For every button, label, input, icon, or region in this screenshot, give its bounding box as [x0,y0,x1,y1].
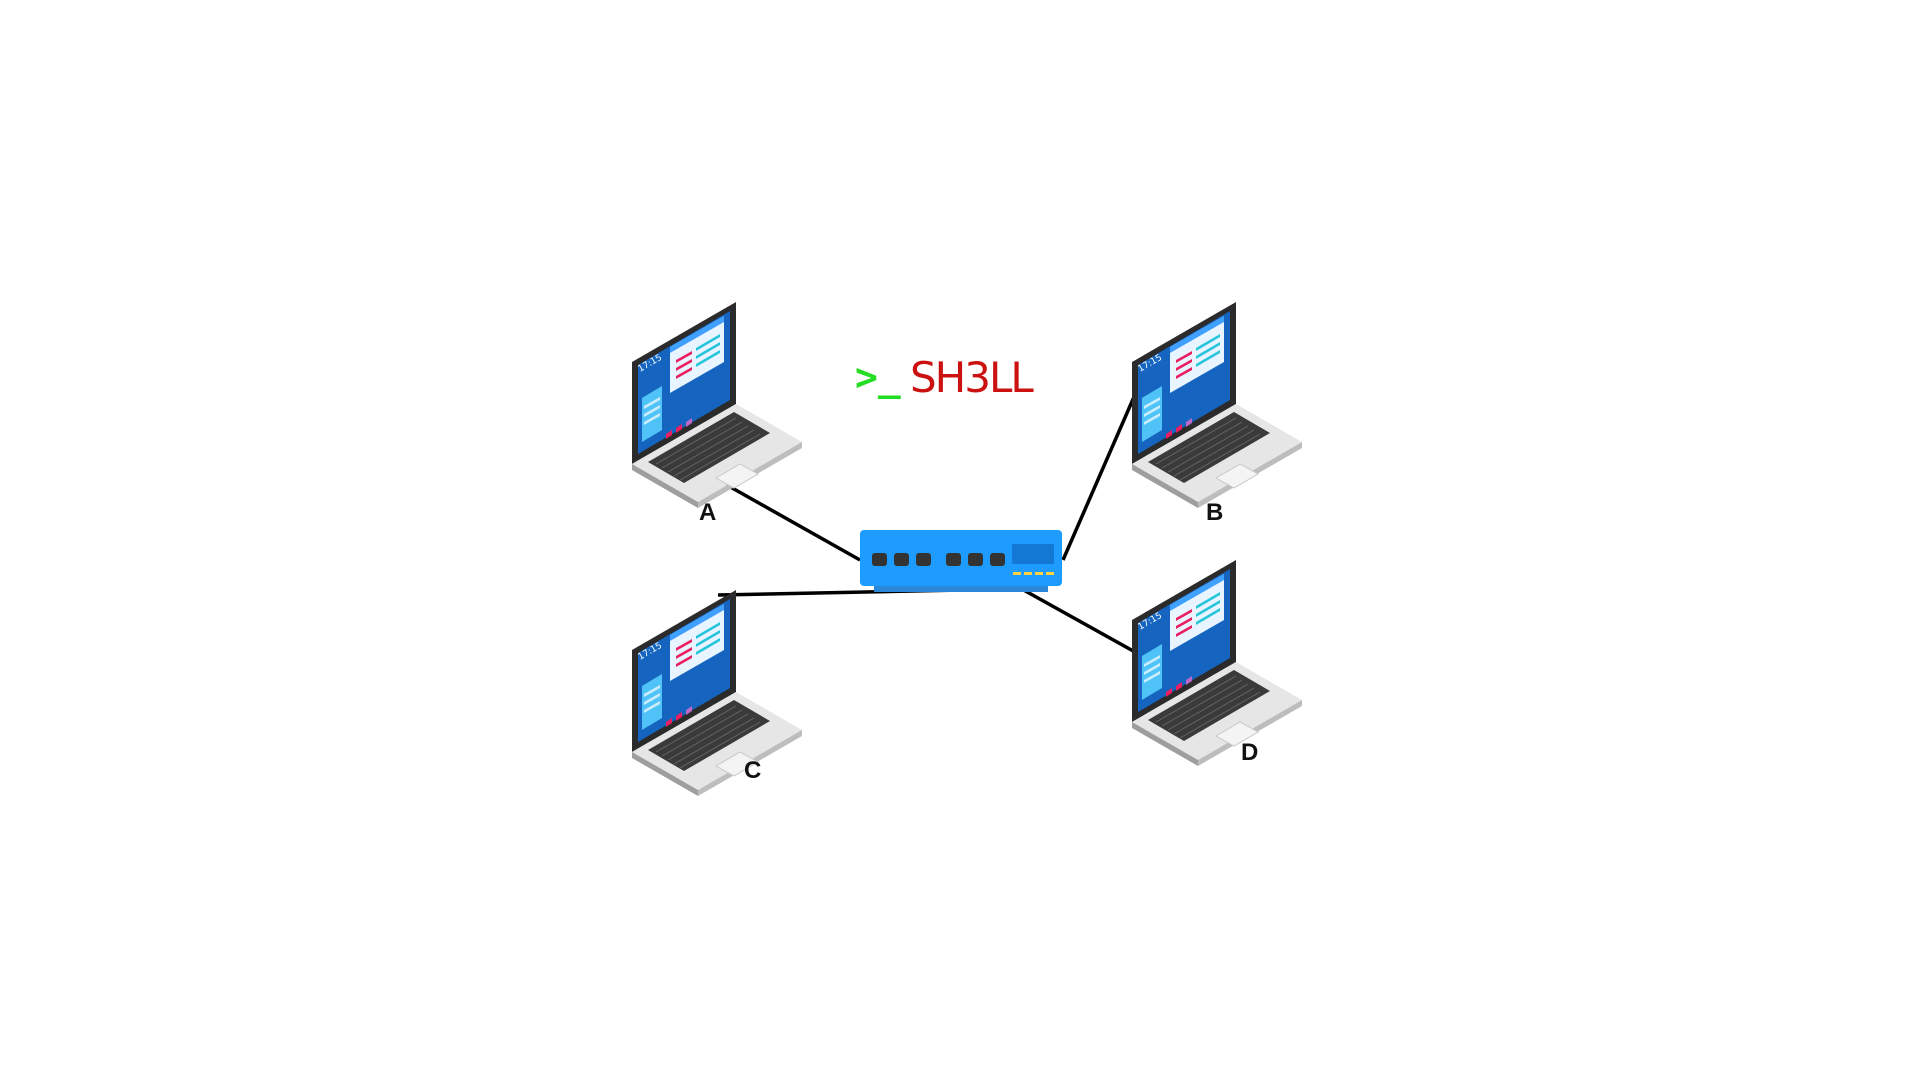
laptop-d: 17:15 [1131,559,1303,767]
switch-port [990,553,1005,566]
node-label-c: C [744,757,761,784]
cable-b [1061,389,1139,561]
switch-port [968,553,983,566]
laptop-c: 17:15 [631,589,803,797]
cable-d [1019,586,1136,654]
switch-port [894,553,909,566]
shell-logo: >_ SH3LL [855,353,1036,402]
cable-a [717,478,861,562]
logo-word: SH3LL [910,353,1034,402]
switch-display [1012,544,1054,564]
laptop-b: 17:15 [1131,301,1303,509]
switch-led [1035,572,1043,575]
switch-port [946,553,961,566]
switch-port [872,553,887,566]
switch-port [916,553,931,566]
cables [717,389,1139,654]
switch-led [1024,572,1032,575]
network-switch [860,530,1062,592]
node-label-b: B [1206,499,1223,526]
node-label-a: A [699,499,716,526]
switch-led [1013,572,1021,575]
logo-prompt: >_ [855,355,901,399]
laptop-a: 17:15 [631,301,803,509]
switch-led [1046,572,1054,575]
node-label-d: D [1241,739,1258,766]
